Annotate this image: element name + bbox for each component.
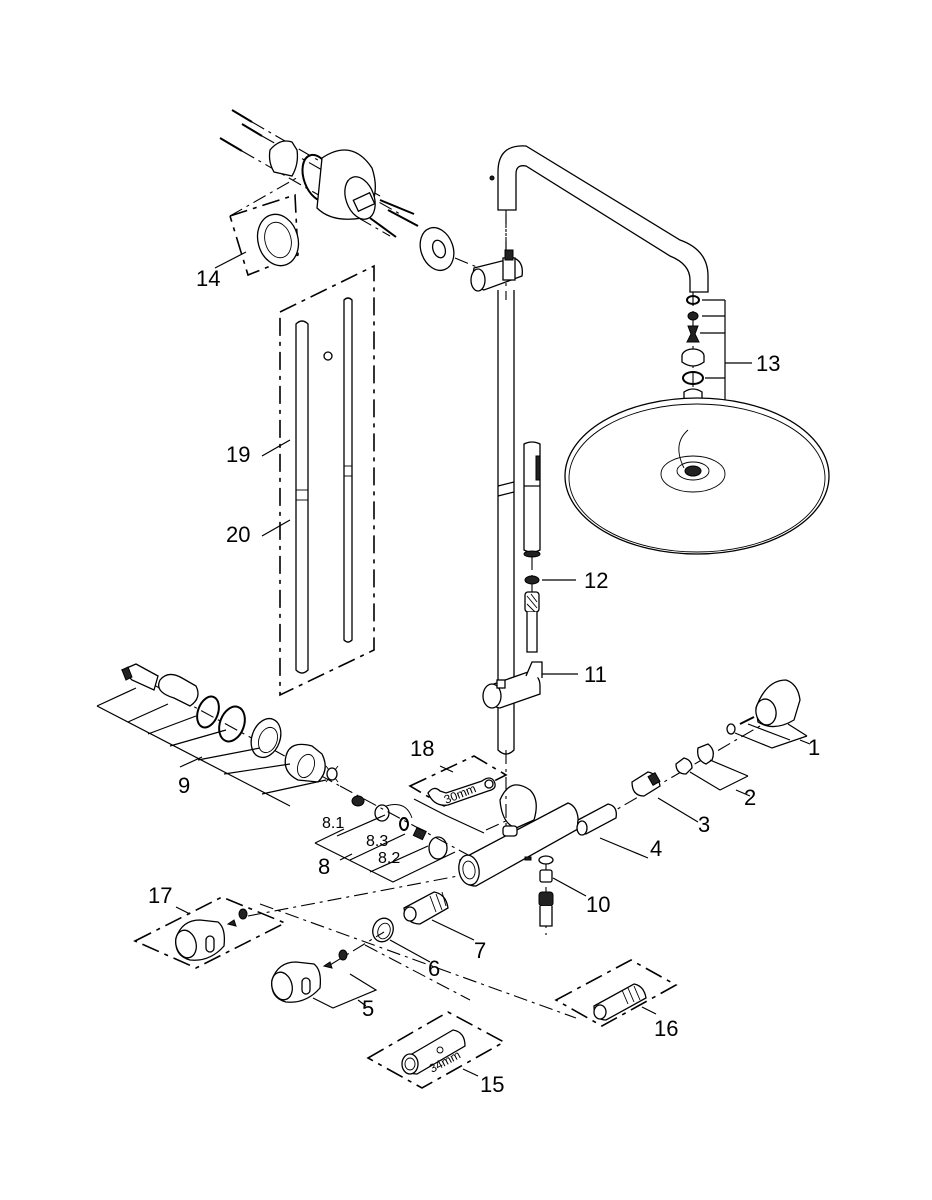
- callout-7: 7: [474, 938, 486, 963]
- callout-3: 3: [698, 812, 710, 837]
- part-8-1-washer: [351, 795, 365, 807]
- callout-9: 9: [178, 773, 190, 798]
- rail-tube-20: [343, 297, 353, 643]
- part-17-box: [133, 896, 287, 969]
- callout-4: 4: [650, 836, 662, 861]
- callout-14: 14: [196, 266, 220, 291]
- part-1-screw: [739, 716, 755, 725]
- callout-8-3: 8.3: [366, 833, 388, 850]
- part-6-ring: [372, 917, 394, 943]
- bracket-backplate: [268, 140, 299, 177]
- part-1-washer: [726, 723, 736, 735]
- part-5-screw: [322, 961, 333, 969]
- part-10-nipple: [539, 869, 553, 883]
- thermostat-mixer-body: [458, 750, 579, 887]
- callout-5: 5: [362, 996, 374, 1021]
- connector-body: [157, 673, 199, 707]
- mount-screw: [379, 199, 415, 215]
- part-10-group: 10: [538, 855, 610, 935]
- flow-insert: [686, 325, 700, 343]
- callout-17: 17: [148, 883, 172, 908]
- o-ring-large: [196, 695, 220, 729]
- part-18-group: 30mm 18: [408, 736, 509, 834]
- callout-15: 15: [480, 1072, 504, 1097]
- overhead-shower-arm: [497, 145, 709, 293]
- wall-elbow: [499, 784, 537, 829]
- part-2-stop-ring: [675, 757, 693, 775]
- hand-shower: 12 11: [482, 441, 608, 709]
- part-14-group: 14: [196, 175, 301, 291]
- part-12-washer: [524, 575, 540, 585]
- callout-2: 2: [744, 785, 756, 810]
- callout-19: 19: [226, 442, 250, 467]
- callout-16: 16: [654, 1016, 678, 1041]
- callout-20: 20: [226, 522, 250, 547]
- callout-13: 13: [756, 351, 780, 376]
- wrench-size-label: 30mm: [442, 781, 478, 806]
- callout-18: 18: [410, 736, 434, 761]
- o-ring-large: [218, 705, 246, 743]
- callout-8: 8: [318, 854, 330, 879]
- seal: [687, 311, 699, 321]
- callout-12: 12: [584, 568, 608, 593]
- mount-screw: [369, 217, 397, 238]
- part-9-group: 9: [96, 663, 341, 807]
- left-handle-group: 7 6 5 17: [133, 875, 577, 1021]
- riser-rail-kit: 19 20: [226, 264, 375, 697]
- part-8-group: 8.1 8.3 8.2 8: [314, 765, 471, 883]
- rail-tube-19: [295, 320, 309, 674]
- callout-8-2: 8.2: [378, 850, 400, 867]
- wall-bracket-assembly: [219, 109, 485, 272]
- overhead-shower-head: [564, 397, 830, 555]
- callout-8-1: 8.1: [322, 815, 344, 832]
- part-15-group: 34mm 15: [366, 1011, 506, 1097]
- part-2-adapter: [697, 743, 714, 765]
- o-ring: [682, 371, 704, 385]
- washer: [686, 295, 700, 305]
- right-handle-group: 4 3 2 1: [576, 679, 820, 861]
- callout-6: 6: [428, 956, 440, 981]
- threaded-nut: [250, 717, 282, 759]
- callout-1: 1: [808, 735, 820, 760]
- part-13-group: 13: [564, 292, 830, 555]
- callout-11: 11: [584, 662, 607, 687]
- part-5-nut: [338, 949, 348, 961]
- wrench-30mm: [427, 777, 496, 806]
- callout-10: 10: [586, 892, 610, 917]
- wall-cover-rosette: [284, 743, 326, 783]
- union-nut: [428, 836, 448, 860]
- part-16-group: 16: [554, 959, 678, 1041]
- mount-screw: [387, 209, 419, 227]
- wall-screws: [219, 109, 401, 237]
